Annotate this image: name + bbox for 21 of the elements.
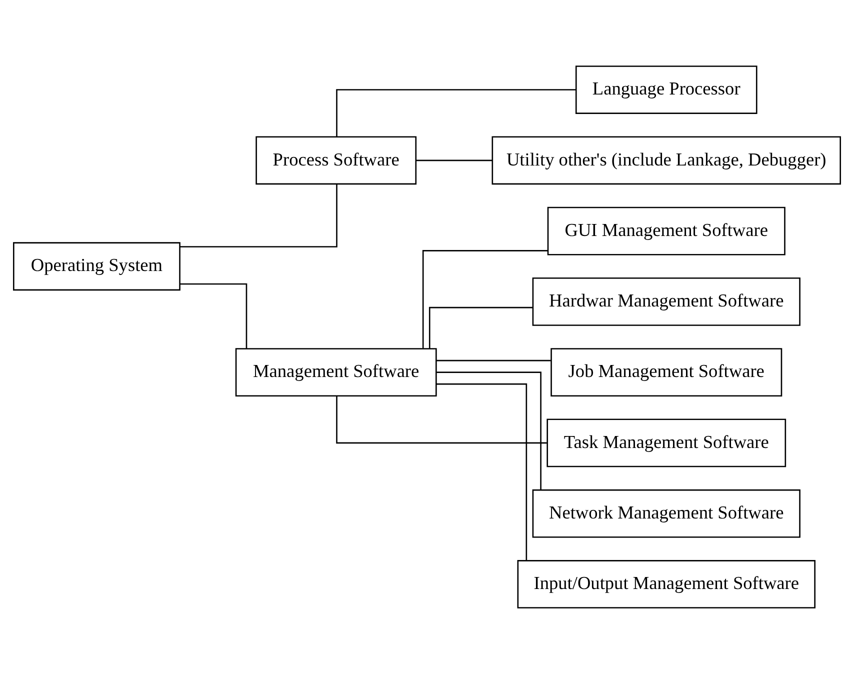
node-box: Utility other's (include Lankage, Debugger) <box>492 136 841 184</box>
connector <box>180 282 248 348</box>
node-box: GUI Management Software <box>547 206 786 255</box>
node-box: Management Software <box>235 348 437 396</box>
node-box: Language Processor <box>575 65 758 114</box>
node-box: Hardwar Management Software <box>532 276 800 326</box>
node-box: Job Management Software <box>550 348 782 396</box>
node-box: Network Management Software <box>532 488 800 538</box>
connector <box>436 382 528 560</box>
connector <box>416 159 492 161</box>
node-box: Process Software <box>256 136 417 184</box>
node-box: Operating System <box>13 242 180 290</box>
connector <box>436 359 551 361</box>
connector <box>336 396 547 444</box>
connector <box>428 306 533 348</box>
connector <box>180 184 338 247</box>
connector <box>436 371 542 490</box>
connector <box>336 88 576 136</box>
connector <box>422 250 548 348</box>
node-box: Input/Output Management Software <box>517 560 816 608</box>
node-box: Task Management Software <box>546 418 786 467</box>
